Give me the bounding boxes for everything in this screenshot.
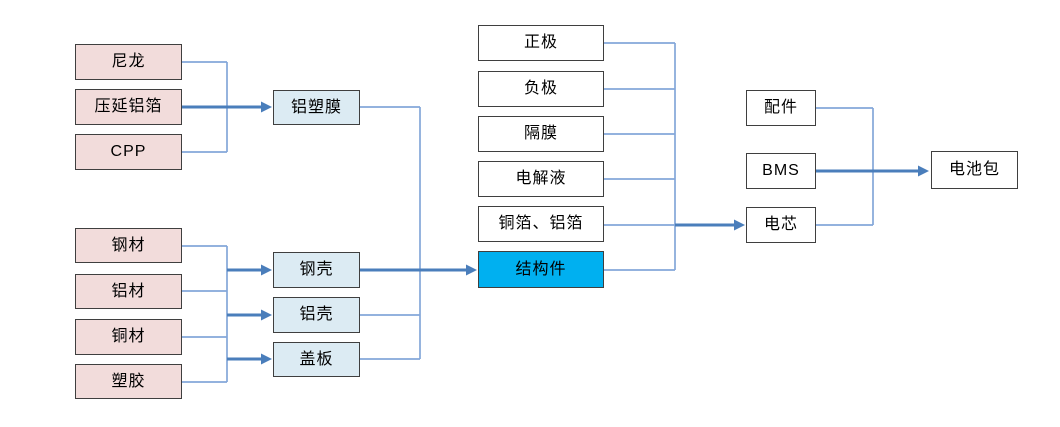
node-copper: 铜材	[75, 319, 182, 355]
node-steel: 钢材	[75, 228, 182, 263]
node-cover-plate: 盖板	[273, 342, 360, 377]
node-battery-pack: 电池包	[931, 151, 1018, 189]
node-copper-aluminum-foil: 铜箔、铝箔	[478, 206, 604, 242]
node-aluminum-shell: 铝壳	[273, 297, 360, 333]
node-anode: 负极	[478, 71, 604, 107]
node-steel-shell: 钢壳	[273, 252, 360, 288]
node-electrolyte: 电解液	[478, 161, 604, 197]
node-cell: 电芯	[746, 207, 816, 243]
node-nylon: 尼龙	[75, 44, 182, 80]
node-plastic: 塑胶	[75, 364, 182, 399]
node-aluminum: 铝材	[75, 274, 182, 309]
node-bms: BMS	[746, 153, 816, 189]
edge-group-pack-inputs	[816, 107, 929, 226]
edge-group-cell-inputs	[604, 42, 745, 271]
edge-group-structural-inputs	[360, 106, 477, 360]
node-separator: 隔膜	[478, 116, 604, 152]
edge-group-shell-inputs	[182, 245, 272, 383]
node-accessories: 配件	[746, 90, 816, 126]
node-aluminum-plastic-film: 铝塑膜	[273, 90, 360, 125]
node-structural-parts: 结构件	[478, 251, 604, 288]
edge-group-film-inputs	[182, 61, 272, 153]
node-cpp: CPP	[75, 134, 182, 170]
node-cathode: 正极	[478, 25, 604, 61]
node-rolled-aluminum-foil: 压延铝箔	[75, 89, 182, 125]
